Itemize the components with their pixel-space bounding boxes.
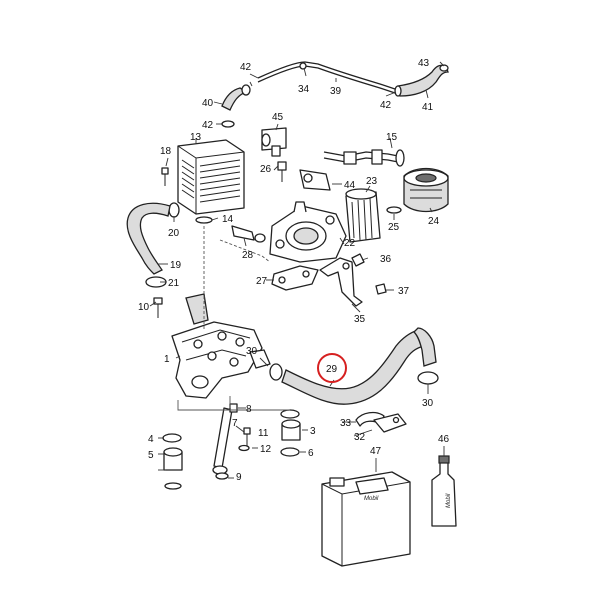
- plug-5: [163, 447, 183, 490]
- callout-47: 47: [370, 446, 382, 457]
- callout-42c: 42: [380, 100, 392, 111]
- washer-12: [238, 444, 250, 452]
- callout-3: 3: [310, 426, 316, 437]
- callout-34: 34: [298, 84, 310, 95]
- callout-9: 9: [236, 472, 242, 483]
- callout-36: 36: [380, 254, 392, 265]
- callout-25: 25: [388, 222, 400, 233]
- valve-45: [261, 127, 287, 157]
- reference-lines: [177, 226, 290, 411]
- callout-39: 39: [330, 86, 342, 97]
- callout-42a: 42: [240, 62, 252, 73]
- pipe-7: [212, 407, 233, 475]
- callout-24: 24: [428, 216, 440, 227]
- seal-6-upper: [280, 409, 300, 419]
- housing-1: [171, 293, 271, 399]
- cover-24: [403, 167, 449, 213]
- bolt-26: [277, 161, 287, 182]
- clamp-43: [439, 64, 449, 72]
- bolt-18: [161, 167, 169, 186]
- seal-4: [162, 433, 182, 443]
- callout-7: 7: [232, 418, 238, 429]
- hose-19: [126, 202, 171, 275]
- bracket-35: [319, 257, 363, 307]
- callout-15: 15: [386, 132, 398, 143]
- bracket-32: [373, 413, 407, 433]
- leader-lines: [149, 61, 445, 479]
- hose-29: [281, 327, 437, 405]
- oil-cooler-13: [177, 139, 245, 215]
- callout-41: 41: [422, 102, 434, 113]
- callout-23: 23: [366, 176, 378, 187]
- callout-12: 12: [260, 444, 272, 455]
- callout-42b: 42: [202, 120, 214, 131]
- bolt-10: [153, 297, 163, 318]
- callout-20: 20: [168, 228, 180, 239]
- bolt-11: [243, 427, 251, 446]
- breather-line-39: [257, 61, 399, 95]
- callout-44: 44: [344, 180, 356, 191]
- callout-22: 22: [344, 238, 356, 249]
- callout-4: 4: [148, 434, 154, 445]
- svg-text:Mobil: Mobil: [364, 496, 379, 502]
- callout-33: 33: [340, 418, 352, 429]
- callout-30b: 30: [422, 398, 434, 409]
- highlight-circle-29: [317, 353, 347, 383]
- filter-23: [345, 188, 381, 243]
- hose-41: [397, 64, 449, 97]
- gasket-27: [271, 265, 319, 291]
- clamp-42c: [394, 85, 402, 97]
- seal-9: [215, 472, 229, 480]
- clamp-30a: [269, 363, 283, 381]
- bolt-36: [351, 253, 365, 267]
- callout-2: 5: [148, 450, 154, 461]
- callout-18: 18: [160, 146, 172, 157]
- callout-40: 40: [202, 98, 214, 109]
- callout-43: 43: [418, 58, 430, 69]
- callout-28: 28: [242, 250, 254, 261]
- clamp-42a: [241, 84, 251, 96]
- clamp-20: [168, 202, 180, 218]
- clamp-30b: [417, 371, 439, 385]
- plug-3: [281, 419, 301, 441]
- bolt-37: [375, 283, 387, 295]
- callout-6: 6: [308, 448, 314, 459]
- seal-25: [386, 206, 402, 214]
- callout-10: 10: [138, 302, 150, 313]
- callout-13: 13: [190, 132, 202, 143]
- fitting-44: [299, 169, 331, 191]
- callout-37: 37: [398, 286, 410, 297]
- callout-27: 27: [256, 276, 268, 287]
- callout-8: 8: [246, 404, 252, 415]
- callout-14: 14: [222, 214, 234, 225]
- seal-14: [195, 216, 213, 224]
- callout-numbers: 42 34 39 42 41 43 40 42 45 13 18 15 26 4…: [138, 58, 450, 483]
- callout-1: 1: [164, 354, 170, 365]
- callout-21: 21: [168, 278, 180, 289]
- svg-text:Mobil: Mobil: [446, 493, 452, 508]
- oil-bottle-46: Mobil: [431, 455, 457, 527]
- callout-26: 26: [260, 164, 272, 175]
- callout-19: 19: [170, 260, 182, 271]
- valve-28: [231, 225, 266, 243]
- seal-6: [280, 447, 300, 457]
- callout-46: 46: [438, 434, 450, 445]
- callout-29: 29: [326, 364, 338, 375]
- bolt-8: [229, 403, 238, 413]
- callout-35: 35: [354, 314, 366, 325]
- callout-45: 45: [272, 112, 284, 123]
- callout-32: 32: [354, 432, 366, 443]
- line-15: [323, 149, 405, 167]
- clamp-42b: [221, 120, 235, 128]
- oil-canister-47: Mobil: [321, 471, 411, 567]
- callout-30a: 30: [246, 346, 258, 357]
- callout-11: 11: [258, 428, 269, 439]
- housing-22: [269, 201, 347, 263]
